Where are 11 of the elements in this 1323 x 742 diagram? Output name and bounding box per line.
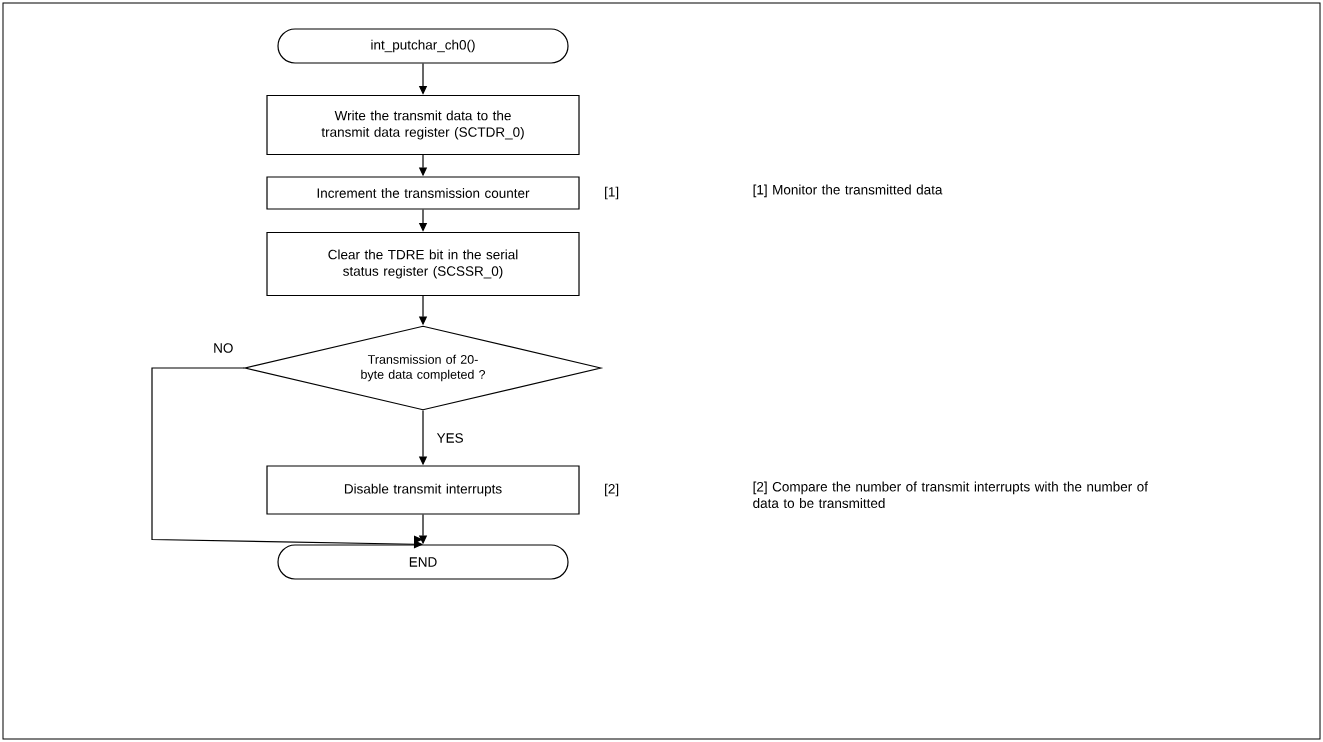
process-box: Increment the transmission counter	[266, 176, 580, 210]
edge-label: YES	[435, 432, 465, 444]
note-text: [1] Monitor the transmitted data	[753, 184, 943, 198]
note-text: [2] Compare the number of transmit interrupts with the number of data to be transmitted	[753, 481, 1148, 508]
arrow	[151, 367, 423, 549]
callout-number: [1]	[605, 186, 619, 200]
callout-number: [2]	[605, 483, 619, 497]
process-box: Disable transmit interrupts	[266, 465, 580, 515]
edge-label: NO	[212, 342, 235, 354]
process-box: Write the transmit data to the transmit data register (SCTDR_0)	[266, 94, 580, 156]
process-box: Clear the TDRE bit in the serial status register (SCSSR_0)	[266, 231, 580, 297]
